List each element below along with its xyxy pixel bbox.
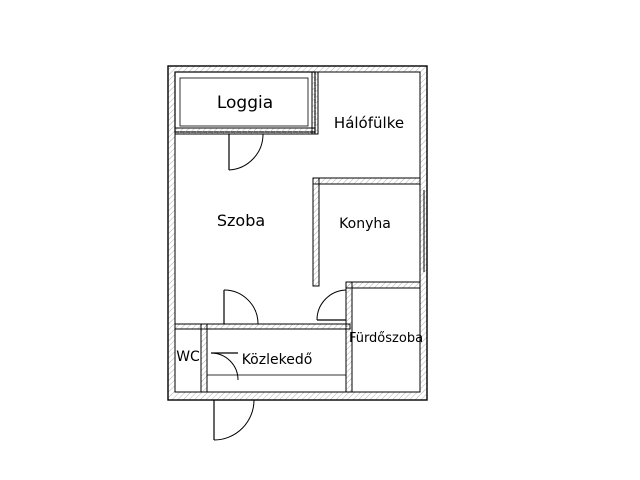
loggia-walls (174, 71, 319, 135)
room-label-konyha: Konyha (339, 216, 391, 232)
room-label-loggia: Loggia (217, 93, 273, 113)
door-kozlekedo[interactable] (210, 352, 239, 381)
door-loggia[interactable] (228, 133, 264, 171)
outer-wall (167, 65, 428, 401)
room-label-furdoszoba: Fürdőszoba (349, 331, 423, 346)
room-label-szoba: Szoba (217, 211, 265, 230)
room-label-kozlekedo: Közlekedő (242, 352, 313, 368)
room-label-wc: WC (176, 349, 200, 365)
door-entrance[interactable] (213, 399, 255, 441)
room-label-halofulke: Hálófülke (334, 114, 404, 132)
kitchen-walls (312, 177, 421, 287)
door-szoba[interactable] (223, 289, 259, 325)
corridor-walls (174, 323, 351, 393)
door-konyha[interactable] (316, 289, 347, 321)
